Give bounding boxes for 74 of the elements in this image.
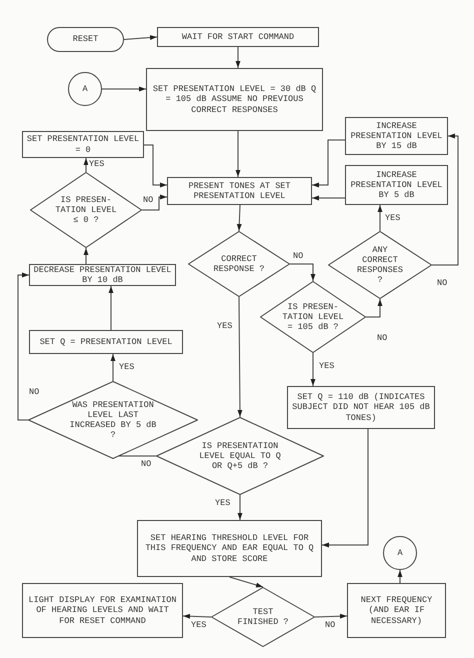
edge-label: YES [384, 214, 402, 224]
decision-text: WAS PRESENTATION LEVEL LAST INCREASED BY 5 dB ? [68, 400, 158, 440]
step-text: SET HEARING THRESHOLD LEVEL FOR THIS FREQUENCY AND EAR EQUAL TO Q AND STORE SCORE [144, 533, 315, 564]
arrow [238, 494, 242, 520]
process-box [22, 583, 183, 638]
step-text: PRESENT TONES AT SET PRESENTATION LEVEL [187, 180, 292, 202]
process-box [137, 520, 322, 577]
edge-label: YES [190, 621, 208, 630]
edge-label: YES [88, 160, 106, 170]
process-box [347, 583, 446, 638]
arrow [84, 248, 88, 264]
step-text: NEXT FREQUENCY (AND EAR IF NECESSARY) [360, 595, 434, 626]
edge-label: YES [216, 322, 234, 332]
edge-label: NO [142, 196, 154, 206]
edge-label: YES [214, 499, 232, 508]
process-box [29, 330, 183, 354]
edge-label: NO [292, 252, 304, 262]
edge-label: NO [324, 621, 336, 630]
edge-label: NO [436, 279, 448, 288]
edge-label: NO [140, 460, 152, 470]
process-box [287, 386, 435, 429]
edge-label: NO [376, 334, 388, 344]
step-text: WAIT FOR START COMMAND [182, 32, 294, 42]
edge-label: YES [318, 362, 336, 372]
decision-text: IS PRESEN- TATION LEVEL ≤ 0 ? [55, 194, 117, 226]
step-text: LIGHT DISPLAY FOR EXAMINATION OF HEARING LEVELS AND WAIT FOR RESET COMMAND [28, 595, 178, 626]
arrow [312, 140, 346, 188]
arrow [312, 196, 346, 200]
edge-label: YES [118, 363, 136, 372]
connector-circle [383, 536, 417, 570]
arrow [238, 296, 242, 418]
decision-text: IS PRESEN- TATION LEVEL = 105 dB ? [282, 302, 344, 332]
step-text: INCREASE PRESENTATION LEVEL BY 5 dB [350, 170, 444, 200]
step-text: RESET [72, 34, 98, 45]
arrow [142, 194, 168, 210]
arrow [229, 576, 264, 588]
connector-label: A [82, 84, 88, 94]
arrow [366, 298, 382, 318]
decision-text: ANY CORRECT RESPONSES ? [356, 244, 404, 286]
terminal-box [47, 27, 124, 52]
decision-text: CORRECT RESPONSE ? [212, 254, 266, 274]
step-text: INCREASE PRESENTATION LEVEL BY 15 dB [350, 120, 444, 152]
arrow [18, 272, 30, 420]
process-box [157, 27, 319, 47]
arrow [236, 204, 242, 232]
arrow [102, 86, 146, 92]
edge-label: NO [28, 388, 40, 398]
decision-text: TEST FINISHED ? [236, 606, 290, 628]
process-box [167, 177, 312, 205]
arrow [432, 134, 458, 266]
arrow [144, 144, 168, 188]
decision-text: IS PRESENTATION LEVEL EQUAL TO Q OR Q+5 dB ? [198, 440, 282, 472]
step-text: SET Q = 110 dB (INDICATES SUBJECT DID NOT HEAR 105 dB TONES) [291, 392, 431, 423]
arrow [290, 264, 316, 282]
process-box [146, 68, 323, 131]
arrow [84, 158, 88, 172]
step-text: SET Q = PRESENTATION LEVEL [40, 336, 172, 348]
arrow [236, 130, 240, 178]
arrow [108, 286, 114, 330]
arrow [124, 35, 158, 40]
connector-label: A [397, 548, 403, 558]
process-box [22, 131, 144, 158]
step-text: DECREASE PRESENTATION LEVEL BY 10 dB [33, 264, 172, 286]
arrow [398, 570, 402, 584]
arrow [314, 614, 348, 619]
arrow [322, 428, 368, 548]
step-text: SET PRESENTATION LEVEL = 0 [26, 134, 140, 155]
step-text: SET PRESENTATION LEVEL = 30 dB Q = 105 dB ASSUME NO PREVIOUS CORRECT RESPONSES [152, 84, 318, 115]
connector-circle [68, 72, 102, 106]
arrow [378, 204, 382, 232]
arrow [182, 614, 212, 619]
arrow [110, 354, 116, 382]
arrow [236, 46, 240, 68]
arrow [310, 352, 316, 386]
